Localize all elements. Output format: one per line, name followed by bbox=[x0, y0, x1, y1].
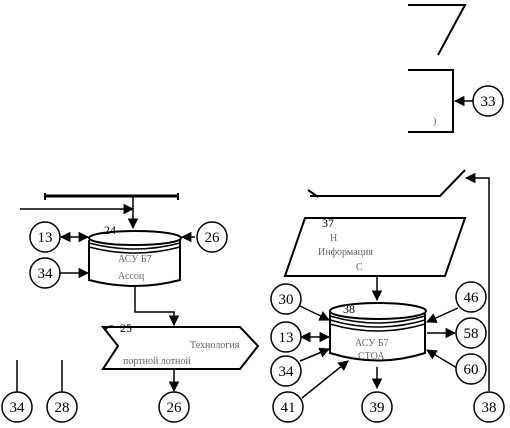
ref-label-25: 25 bbox=[120, 321, 132, 335]
hexagon-text-2: портной лотной bbox=[123, 356, 191, 367]
circle-label: 26 bbox=[167, 400, 183, 416]
ref-label-38: 38 bbox=[343, 302, 355, 316]
left-database: АСУ Б7 Ассоц bbox=[88, 230, 182, 287]
right-parallelogram: Н Информация С bbox=[283, 217, 467, 277]
para-text-1: Н bbox=[330, 233, 337, 244]
circle-node-34-right: 34 bbox=[270, 355, 302, 387]
circle-node-38: 38 bbox=[473, 391, 505, 423]
left-hexagon: Технология портной лотной bbox=[100, 326, 260, 370]
circle-label: 30 bbox=[279, 292, 294, 308]
circle-node-41: 41 bbox=[272, 391, 304, 423]
circle-node-30: 30 bbox=[270, 283, 302, 315]
circle-node-26-bottom: 26 bbox=[158, 391, 190, 423]
left-input-bar bbox=[44, 193, 179, 200]
circle-label: 13 bbox=[279, 330, 294, 346]
bracket-text: ) bbox=[433, 116, 436, 127]
circle-node-28: 28 bbox=[46, 391, 78, 423]
top-partial-shape bbox=[408, 4, 467, 56]
ref-label-24: 24 bbox=[104, 223, 116, 237]
circle-label: 58 bbox=[464, 326, 479, 342]
decision-shape-partial bbox=[307, 169, 466, 198]
circle-node-34-left: 34 bbox=[29, 257, 61, 289]
right-database: АСУ Б7 СТОА bbox=[329, 302, 427, 362]
circle-label: 38 bbox=[482, 400, 497, 416]
circle-node-34-bottom: 34 bbox=[1, 391, 33, 423]
circle-label: 33 bbox=[481, 94, 496, 110]
circle-node-60: 60 bbox=[455, 353, 487, 385]
circle-node-39: 39 bbox=[361, 391, 393, 423]
ref-25-leader bbox=[104, 325, 116, 332]
circle-node-13-left: 13 bbox=[29, 221, 61, 253]
circle-label: 41 bbox=[281, 400, 296, 416]
para-text-3: С bbox=[356, 262, 363, 273]
circle-label: 13 bbox=[38, 230, 53, 246]
circle-node-26-top: 26 bbox=[196, 221, 228, 253]
right-bracket-block: ) bbox=[408, 69, 454, 133]
left-db-text-1: АСУ Б7 bbox=[118, 254, 152, 265]
hexagon-text-1: Технология bbox=[190, 340, 240, 351]
left-db-text-2: Ассоц bbox=[118, 271, 145, 282]
circle-label: 39 bbox=[370, 400, 385, 416]
right-db-text-1: АСУ Б7 bbox=[355, 338, 389, 349]
circle-node-58: 58 bbox=[455, 317, 487, 349]
circle-label: 28 bbox=[55, 400, 70, 416]
circle-label: 34 bbox=[38, 266, 54, 282]
circle-node-33: 33 bbox=[472, 85, 504, 117]
para-text-2: Информация bbox=[318, 247, 373, 258]
circle-label: 34 bbox=[279, 364, 295, 380]
circle-label: 34 bbox=[10, 400, 26, 416]
circle-label: 60 bbox=[464, 362, 479, 378]
ref-label-37: 37 bbox=[322, 216, 334, 230]
connectors bbox=[16, 95, 490, 399]
circle-label: 46 bbox=[464, 290, 480, 306]
circle-label: 26 bbox=[205, 230, 221, 246]
circle-node-13-right: 13 bbox=[270, 321, 302, 353]
circle-node-46: 46 bbox=[455, 281, 487, 313]
right-db-text-2: СТОА bbox=[358, 351, 385, 362]
